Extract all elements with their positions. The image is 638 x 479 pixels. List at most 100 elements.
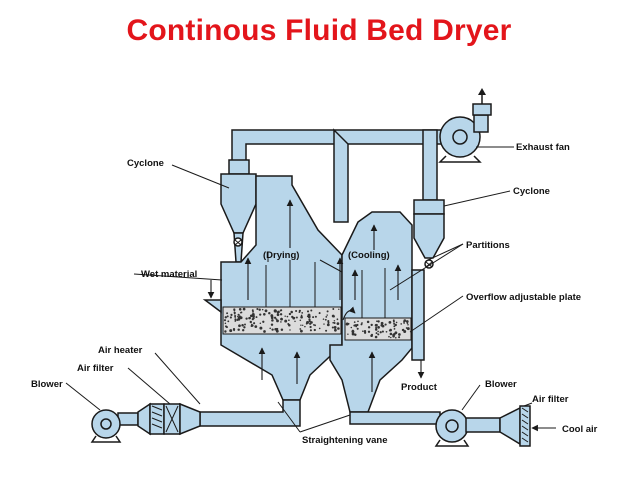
bed-particle [403,330,407,333]
label-blower-right: Blower [485,379,517,390]
bed-particle [395,337,397,339]
bed-particle [288,323,291,327]
bed-particle [271,319,274,322]
bed-particle [280,328,284,332]
bed-particle [242,329,245,332]
label-cyclone-right: Cyclone [513,186,550,197]
label-wet-material: Wet material [141,269,197,280]
bed-particle [333,320,336,322]
bed-particle [276,311,279,314]
bed-particle [388,321,392,324]
bed-particle [234,319,237,322]
bed-particle [255,316,258,319]
bed-particle [276,328,279,330]
bed-particle [301,324,304,327]
bed-particle [258,308,261,311]
bed-particle [313,328,316,332]
bed-particle [309,329,312,332]
bed-particle [367,326,371,329]
bed-particle [238,324,241,328]
bed-particle [299,319,302,322]
bed-particle [261,308,264,311]
bed-particle [306,315,309,318]
bed-particle [229,316,232,319]
bed-particle [252,314,255,318]
bed-particle [334,328,337,331]
labels: Exhaust fan Cyclone Cyclone Partitions O… [31,142,598,446]
bed-particle [270,323,274,326]
bed-particle [326,323,330,327]
bed-particle [350,326,353,329]
bed-particle [298,311,301,313]
bed-particle [268,311,271,315]
bed-particle [405,320,409,323]
bed-particle [337,323,339,326]
bed-particle [362,330,364,333]
label-overflow-plate: Overflow adjustable plate [466,292,581,303]
label-blower-left: Blower [31,379,63,390]
bed-particle [310,309,313,312]
bed-particle [251,324,254,327]
bed-particle [392,335,395,338]
bed-particle [288,312,292,316]
bed-particle [226,312,229,315]
bed-particle [374,335,378,339]
bed-particle [377,333,380,336]
bed-particle [300,314,303,317]
bed-particle [354,333,357,336]
bed-particle [327,320,330,323]
wet-material-feed [202,280,222,314]
bed-particle [271,328,274,331]
bed-particle [403,322,405,324]
exhaust-fan [438,88,492,163]
bed-particle [284,315,286,317]
cooling-chamber [329,211,413,413]
bed-particle [351,330,355,333]
bed-particle [390,336,392,339]
bed-particle [347,333,349,335]
bed-particle [256,307,259,311]
bed-particle [333,322,336,324]
fluid-beds [222,306,412,341]
label-air-heater: Air heater [98,345,143,356]
bed-particle [388,329,391,332]
partitions [265,260,386,318]
bed-particle [366,320,370,324]
bed-particle [363,329,367,333]
bed-particle [332,321,335,324]
bed-particle [314,315,317,318]
bed-particle [379,331,382,334]
bed-particle [224,330,227,333]
label-straightening-vane: Straightening vane [302,435,388,446]
bed-particle [377,330,379,333]
bed-particle [312,316,315,319]
bed-particle [253,322,256,325]
label-cyclone-left: Cyclone [127,158,164,169]
bed-particle [288,319,290,322]
bed-particle [224,322,227,325]
left-air-inlet [90,399,301,443]
bed-particle [375,326,378,329]
bed-particle [310,321,313,324]
bed-particle [249,320,252,324]
bed-particle [275,329,279,333]
bed-particle [347,322,350,325]
bed-particle [245,317,248,320]
bed-particle [237,328,240,331]
leader-lines [65,146,533,433]
bed-particle [326,314,328,316]
bed-particle [331,326,334,329]
right-cyclone [411,199,445,361]
label-partitions: Partitions [466,240,510,251]
bed-particle [299,328,302,330]
bed-particle [381,330,384,333]
bed-particle [244,323,246,326]
bed-particle [377,320,380,323]
bed-particle [259,326,263,330]
bed-particle [395,321,398,324]
bed-particle [332,308,335,310]
bed-particle [351,332,355,336]
bed-particle [233,312,236,315]
bed-particle [286,315,289,318]
bed-particle [304,325,306,328]
